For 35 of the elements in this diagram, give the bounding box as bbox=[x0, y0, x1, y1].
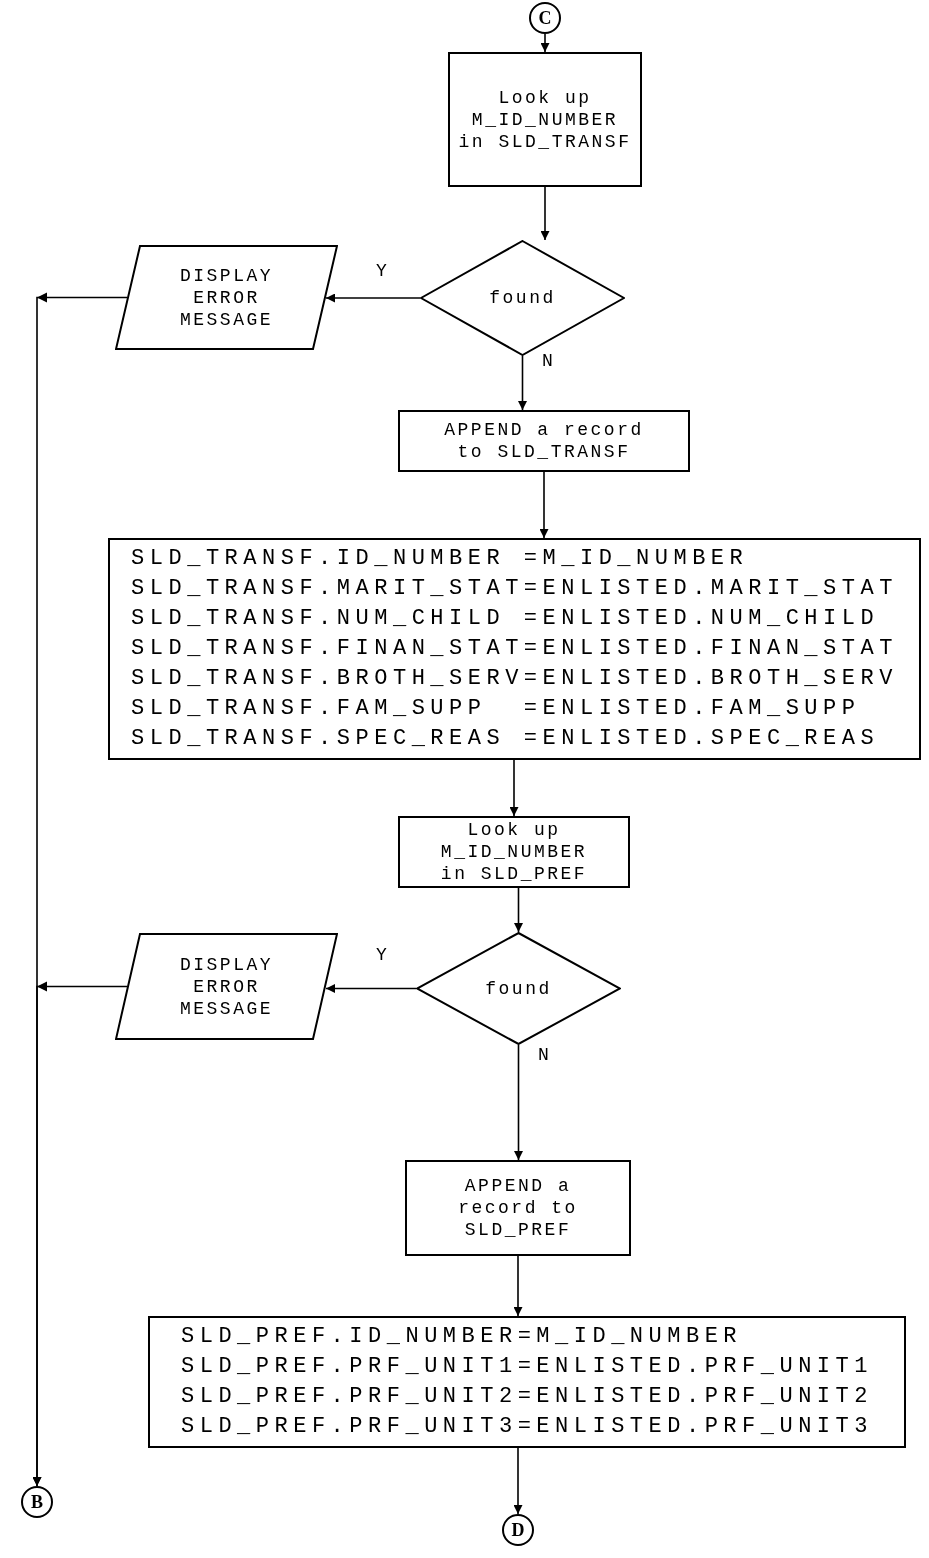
process-box bbox=[398, 410, 690, 472]
step-text: DISPLAY ERROR MESSAGE bbox=[178, 264, 275, 331]
assignment-text: SLD_TRANSF.FAM_SUPP =ENLISTED.FAM_SUPP bbox=[131, 695, 862, 723]
assignment-text: SLD_TRANSF.FINAN_STAT=ENLISTED.FINAN_STAT bbox=[131, 635, 898, 663]
step-text: found bbox=[489, 287, 556, 309]
step-text: DISPLAY ERROR MESSAGE bbox=[178, 953, 275, 1020]
assignment-text: SLD_TRANSF.SPEC_REAS =ENLISTED.SPEC_REAS bbox=[131, 725, 881, 753]
process-box bbox=[108, 538, 921, 760]
assignment-text: SLD_TRANSF.ID_NUMBER =M_ID_NUMBER bbox=[131, 545, 750, 573]
assignment-text: SLD_PREF.ID_NUMBER=M_ID_NUMBER bbox=[181, 1323, 744, 1351]
assignment-text: SLD_PREF.PRF_UNIT2=ENLISTED.PRF_UNIT2 bbox=[181, 1383, 873, 1411]
step-text: Look up M_ID_NUMBER in SLD_PREF bbox=[439, 819, 589, 885]
process-box bbox=[405, 1160, 631, 1256]
output-parallelogram bbox=[115, 933, 338, 1040]
step-text: APPEND a record to SLD_PREF bbox=[457, 1175, 579, 1241]
connector-letter: B bbox=[31, 1493, 43, 1511]
decision-diamond bbox=[416, 932, 621, 1045]
connector-circle bbox=[21, 1486, 53, 1518]
assignment-text: SLD_PREF.PRF_UNIT3=ENLISTED.PRF_UNIT3 bbox=[181, 1413, 873, 1441]
connector-letter: D bbox=[511, 1521, 525, 1539]
step-text: found bbox=[485, 977, 552, 1000]
process-box bbox=[398, 816, 630, 888]
step-text: Look up M_ID_NUMBER in SLD_TRANSF bbox=[457, 86, 633, 153]
connector-letter: C bbox=[538, 9, 552, 27]
output-parallelogram bbox=[115, 245, 338, 350]
assignment-text: SLD_TRANSF.MARIT_STAT=ENLISTED.MARIT_STAT bbox=[131, 575, 898, 603]
assignment-text: SLD_PREF.PRF_UNIT1=ENLISTED.PRF_UNIT1 bbox=[181, 1353, 873, 1381]
assignment-text: SLD_TRANSF.NUM_CHILD =ENLISTED.NUM_CHILD bbox=[131, 605, 881, 633]
decision-diamond bbox=[420, 240, 625, 356]
process-box bbox=[148, 1316, 906, 1448]
assignment-text: SLD_TRANSF.BROTH_SERV=ENLISTED.BROTH_SERV bbox=[131, 665, 898, 693]
step-text: APPEND a record to SLD_TRANSF bbox=[443, 419, 645, 463]
connector-circle bbox=[529, 2, 561, 34]
connector-circle bbox=[502, 1514, 534, 1546]
process-box bbox=[448, 52, 642, 187]
